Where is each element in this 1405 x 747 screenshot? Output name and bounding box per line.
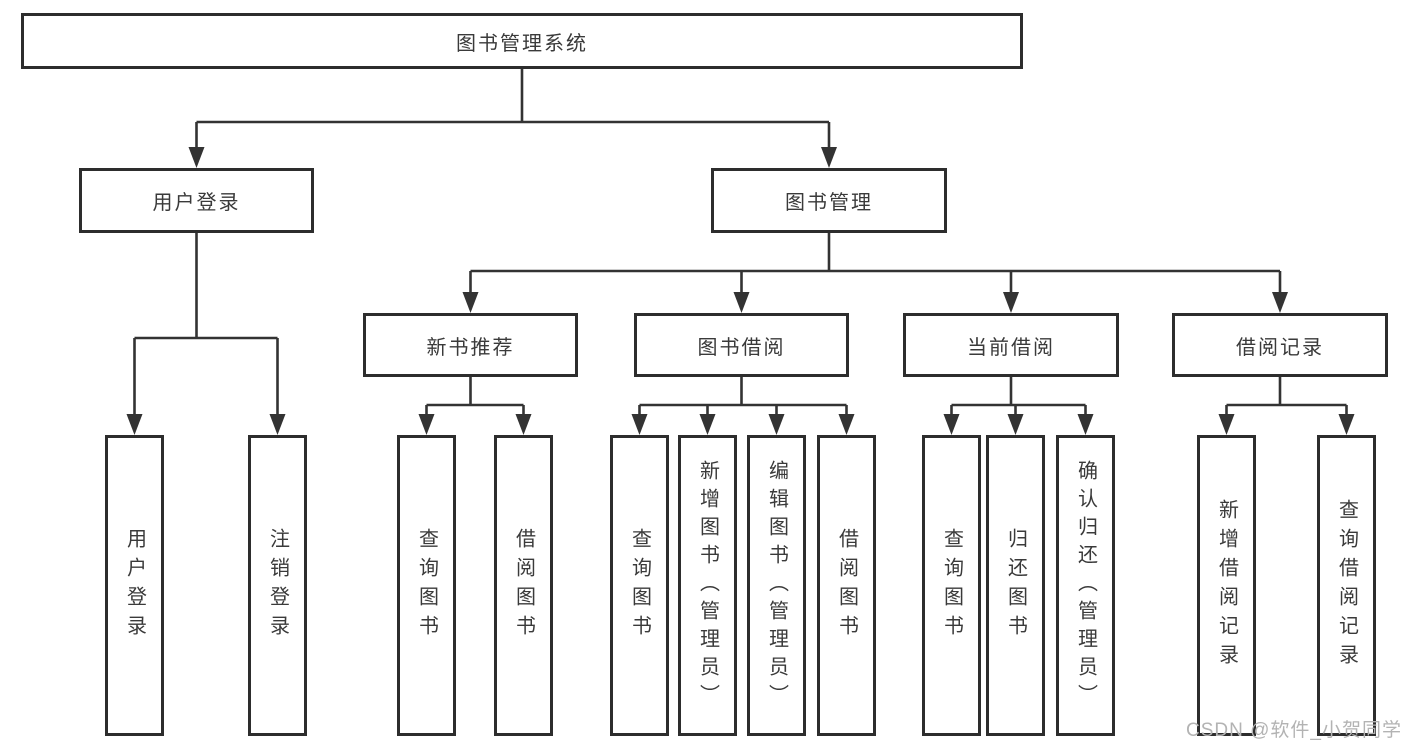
leaf-query-books-recommend: 查询图书 bbox=[397, 435, 456, 736]
leaf-borrow-books: 借阅图书 bbox=[817, 435, 876, 736]
leaf-query-borrow-record: 查询借阅记录 bbox=[1317, 435, 1376, 736]
node-label: 新增图书（管理员） bbox=[696, 459, 719, 712]
leaf-query-books-current: 查询图书 bbox=[922, 435, 981, 736]
node-library-management-system: 图书管理系统 bbox=[21, 13, 1023, 69]
connector-arrowheads bbox=[126, 147, 1355, 435]
node-book-borrowing: 图书借阅 bbox=[634, 313, 849, 377]
node-label: 当前借阅 bbox=[967, 336, 1055, 359]
csdn-watermark: CSDN @软件_小贺同学 bbox=[1186, 720, 1402, 741]
node-borrowing-records: 借阅记录 bbox=[1172, 313, 1388, 377]
node-label: 图书借阅 bbox=[697, 336, 786, 359]
node-label: 查询图书 bbox=[628, 527, 651, 644]
node-label: 用户登录 bbox=[123, 527, 146, 644]
node-label: 图书管理系统 bbox=[456, 32, 588, 55]
leaf-user-login: 用户登录 bbox=[105, 435, 164, 736]
leaf-edit-books-admin: 编辑图书（管理员） bbox=[747, 435, 806, 736]
node-label: 查询图书 bbox=[940, 527, 963, 644]
node-current-borrowing: 当前借阅 bbox=[903, 313, 1119, 377]
leaf-add-borrow-record: 新增借阅记录 bbox=[1197, 435, 1256, 736]
node-label: 借阅图书 bbox=[512, 527, 535, 644]
node-label: 查询借阅记录 bbox=[1335, 498, 1358, 673]
node-label: 查询图书 bbox=[415, 527, 438, 644]
node-label: 新书推荐 bbox=[426, 336, 515, 359]
node-label: 编辑图书（管理员） bbox=[765, 459, 788, 712]
connector-lines bbox=[133, 68, 1348, 416]
node-label: 用户登录 bbox=[152, 192, 241, 214]
node-label: 借阅记录 bbox=[1236, 336, 1324, 359]
node-label: 注销登录 bbox=[266, 527, 289, 644]
leaf-query-books-borrowing: 查询图书 bbox=[610, 435, 669, 736]
leaf-return-books: 归还图书 bbox=[986, 435, 1045, 736]
node-label: 借阅图书 bbox=[835, 527, 858, 644]
leaf-borrow-books-recommend: 借阅图书 bbox=[494, 435, 553, 736]
node-label: 归还图书 bbox=[1004, 527, 1027, 644]
node-book-management: 图书管理 bbox=[711, 168, 947, 233]
leaf-confirm-return-admin: 确认归还（管理员） bbox=[1056, 435, 1115, 736]
leaf-logout: 注销登录 bbox=[248, 435, 307, 736]
node-user-login: 用户登录 bbox=[79, 168, 314, 233]
node-new-book-recommendation: 新书推荐 bbox=[363, 313, 578, 377]
node-label: 确认归还（管理员） bbox=[1074, 459, 1097, 712]
node-label: 新增借阅记录 bbox=[1215, 498, 1238, 673]
leaf-add-books-admin: 新增图书（管理员） bbox=[678, 435, 737, 736]
node-label: 图书管理 bbox=[785, 192, 873, 214]
